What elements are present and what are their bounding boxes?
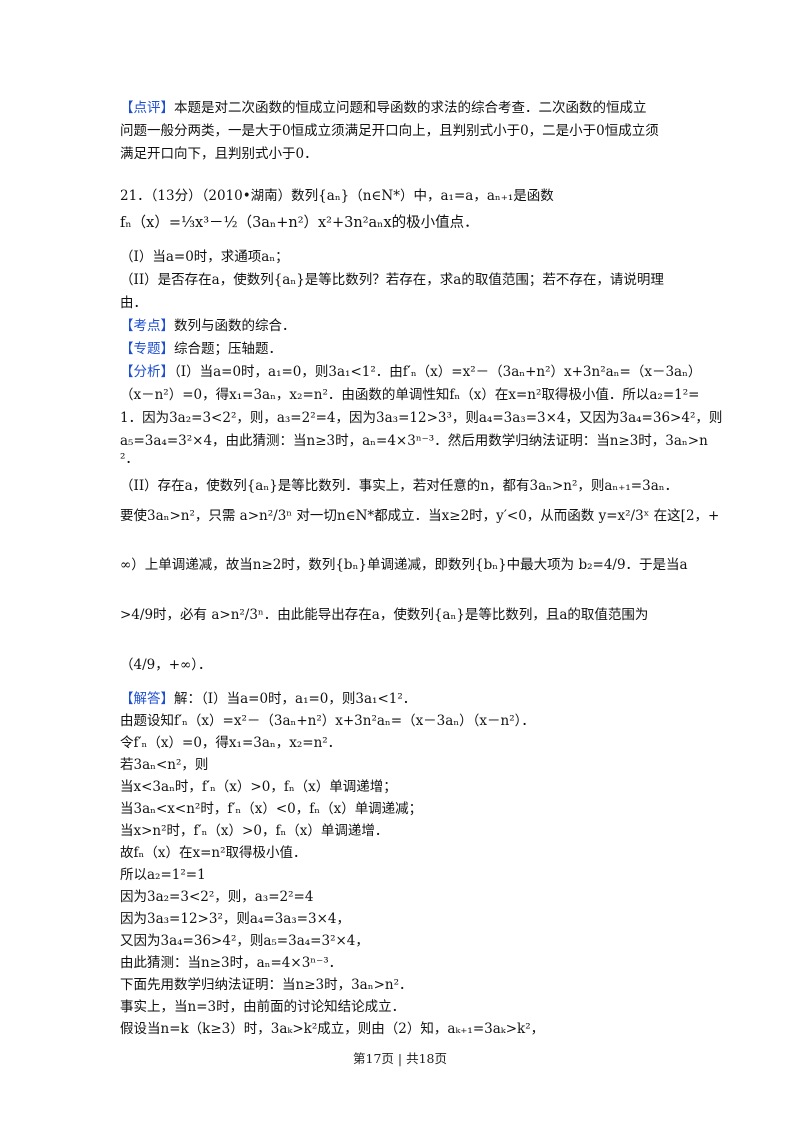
- analysis-tag: 【分析】: [120, 364, 174, 380]
- analysis-line-4: a₅=3a₄=3²×4，由此猜测：当n≥3时，aₙ=4×3ⁿ⁻³．然后用数学归纳…: [120, 433, 708, 449]
- comment-line-3: 满足开口向下，且判别式小于0．: [120, 146, 318, 162]
- problem-function: fₙ（x）=⅓x³－½（3aₙ+n²）x²+3n²aₙx的极小值点．: [120, 215, 479, 231]
- solution-line-6: 当3aₙ<x<n²时，f′ₙ（x）<0，fₙ（x）单调递减；: [120, 801, 423, 817]
- analysis-line-2: （x－n²）=0，得x₁=3aₙ，x₂=n²．由函数的单调性知fₙ（x）在x=n…: [120, 387, 700, 403]
- analysis-line-1: 【分析】（I）当a=0时，a₁=0，则3a₁<1²．由f′ₙ（x）=x²－（3a…: [120, 364, 702, 380]
- comment-line-1: 【点评】本题是对二次函数的恒成立问题和导函数的求法的综合考查．二次函数的恒成立: [120, 100, 647, 116]
- problem-part-2-cont: 由．: [120, 295, 147, 311]
- solution-line-9: 所以a₂=1²=1: [120, 867, 206, 883]
- solution-tag: 【解答】: [120, 691, 174, 707]
- analysis-line-8: ∞）上单调递减，故当n≥2时，数列{bₙ}单调递减，即数列{bₙ}中最大项为 b…: [120, 557, 688, 573]
- page-footer: 第17页 | 共18页: [353, 1051, 447, 1066]
- solution-line-1: 【解答】解：（I）当a=0时，a₁=0，则3a₁<1²．: [120, 691, 417, 707]
- solution-line-8: 故fₙ（x）在x=n²取得极小值．: [120, 845, 307, 861]
- analysis-line-6: （II）存在a，使数列{aₙ}是等比数列．事实上，若对任意的n，都有3aₙ>n²…: [120, 478, 679, 494]
- solution-line-3: 令f′ₙ（x）=0，得x₁=3aₙ，x₂=n²．: [120, 735, 342, 751]
- solution-line-15: 事实上，当n=3时，由前面的讨论知结论成立．: [120, 999, 406, 1015]
- solution-line-14: 下面先用数学归纳法证明：当n≥3时，3aₙ>n²．: [120, 977, 413, 993]
- solution-line-16: 假设当n=k（k≥3）时，3aₖ>k²成立，则由（2）知，aₖ₊₁=3aₖ>k²…: [120, 1021, 545, 1037]
- analysis-line-9: >4/9时，必有 a>n²/3ⁿ．由此能导出存在a，使数列{aₙ}是等比数列，且…: [120, 607, 649, 623]
- solution-line-4: 若3aₙ<n²，则: [120, 757, 209, 773]
- analysis-line-10: （4/9，+∞）．: [120, 657, 212, 673]
- problem-part-2: （II）是否存在a，使数列{aₙ}是等比数列？若存在，求a的取值范围；若不存在，…: [120, 272, 664, 288]
- solution-line-12: 又因为3a₄=36>4²，则a₅=3a₄=3²×4，: [120, 933, 369, 949]
- problem-header: 21．（13分）（2010•湖南）数列{aₙ}（n∈N*）中，a₁=a，aₙ₊₁…: [120, 188, 554, 204]
- solution-line-2: 由题设知f′ₙ（x）=x²－（3aₙ+n²）x+3n²aₙ=（x－3aₙ）（x－…: [120, 713, 535, 729]
- kaodian-tag: 【考点】: [120, 318, 174, 334]
- zhuanti-line: 【专题】综合题；压轴题．: [120, 341, 282, 357]
- analysis-line-3: 1．因为3a₂=3<2²，则，a₃=2²=4，因为3a₃=12>3³，则a₄=3…: [120, 410, 723, 426]
- comment-tag: 【点评】: [120, 100, 174, 116]
- solution-line-13: 由此猜测：当n≥3时，aₙ=4×3ⁿ⁻³．: [120, 955, 343, 971]
- solution-line-10: 因为3a₂=3<2²，则，a₃=2²=4: [120, 889, 314, 905]
- comment-line-2: 问题一般分两类，一是大于0恒成立须满足开口向上，且判别式小于0，二是小于0恒成立…: [120, 123, 659, 139]
- solution-line-11: 因为3a₃=12>3²，则a₄=3a₃=3×4，: [120, 911, 350, 927]
- kaodian-line: 【考点】数列与函数的综合．: [120, 318, 296, 334]
- solution-line-7: 当x>n²时，f′ₙ（x）>0，fₙ（x）单调递增．: [120, 823, 389, 839]
- problem-part-1: （I）当a=0时，求通项aₙ；: [120, 249, 289, 265]
- analysis-line-5: ²．: [120, 451, 139, 467]
- analysis-line-7: 要使3aₙ>n²，只需 a>n²/3ⁿ 对一切n∈N*都成立．当x≥2时，y′<…: [120, 508, 720, 524]
- solution-line-5: 当x<3aₙ时，f′ₙ（x）>0，fₙ（x）单调递增；: [120, 779, 397, 795]
- zhuanti-tag: 【专题】: [120, 341, 174, 357]
